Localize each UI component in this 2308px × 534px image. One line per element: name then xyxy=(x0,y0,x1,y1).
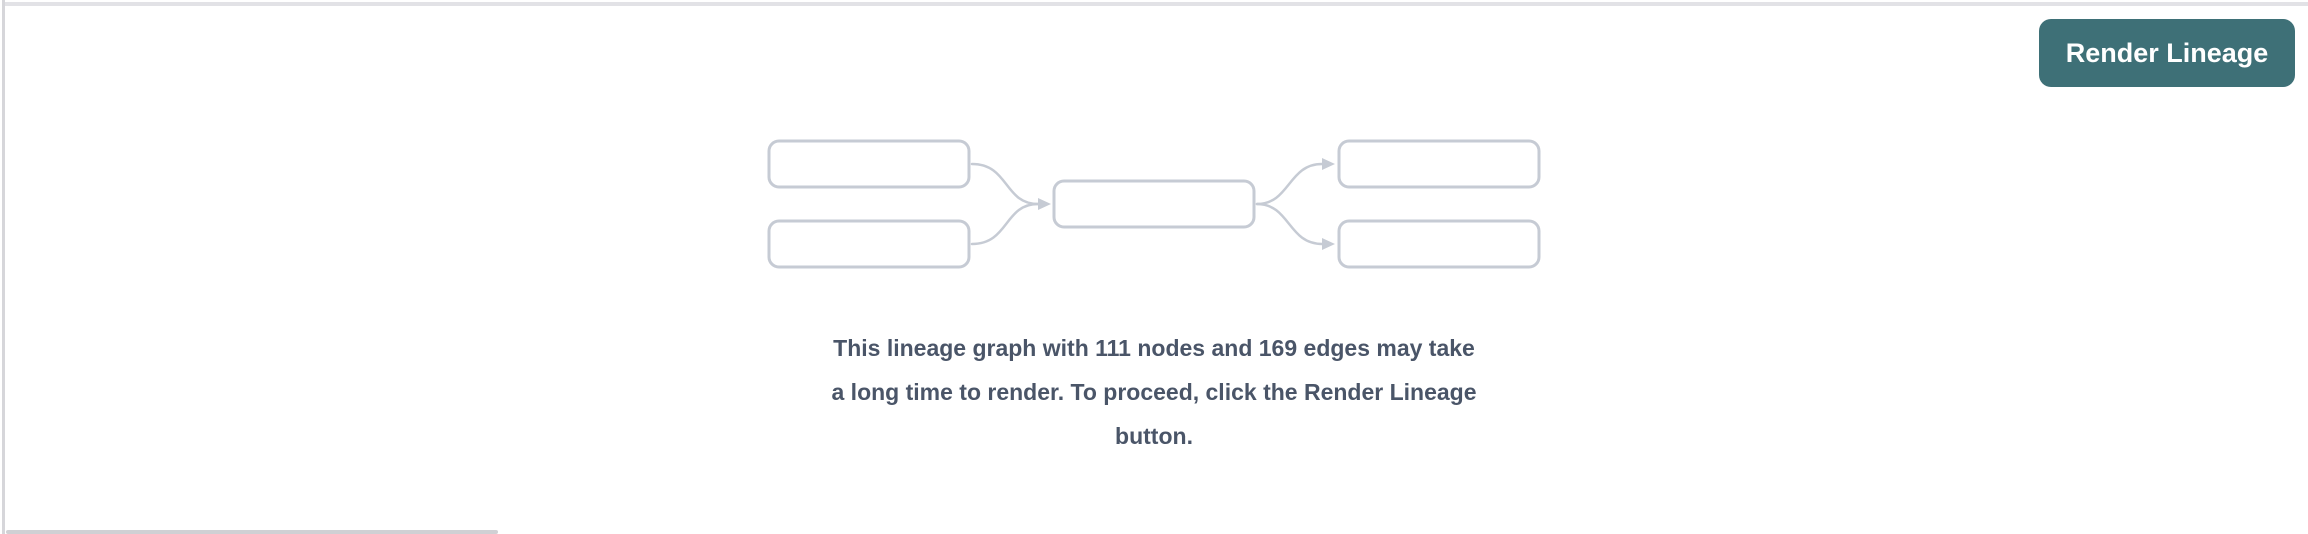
placeholder-nodes xyxy=(767,139,1541,269)
placeholder-node xyxy=(1337,139,1541,189)
placeholder-node xyxy=(1052,179,1256,229)
message-line: a long time to render. To proceed, click… xyxy=(831,379,1477,405)
lineage-empty-state: This lineage graph with 111 nodes and 16… xyxy=(0,138,2308,458)
message-line: button. xyxy=(1115,423,1193,449)
message-line: This lineage graph with 111 nodes and 16… xyxy=(833,335,1475,361)
panel-top-border xyxy=(5,2,2308,6)
placeholder-node xyxy=(767,219,971,269)
horizontal-scrollbar[interactable] xyxy=(6,529,2308,534)
render-lineage-button[interactable]: Render Lineage xyxy=(2039,19,2295,87)
placeholder-edge xyxy=(1255,162,1324,206)
arrowhead-icon xyxy=(1038,198,1051,210)
panel-left-border xyxy=(2,0,5,534)
placeholder-edges xyxy=(970,162,1324,246)
arrowhead-icon xyxy=(1322,158,1335,170)
placeholder-edge xyxy=(970,162,1040,206)
lineage-warning-message: This lineage graph with 111 nodes and 16… xyxy=(832,326,1477,458)
arrowhead-icon xyxy=(1322,238,1335,250)
placeholder-edge xyxy=(1255,202,1324,246)
scrollbar-thumb[interactable] xyxy=(6,530,498,534)
placeholder-node xyxy=(767,139,971,189)
placeholder-node xyxy=(1337,219,1541,269)
placeholder-edge xyxy=(970,202,1040,246)
lineage-placeholder-graphic xyxy=(767,139,1541,269)
placeholder-arrowheads xyxy=(1038,158,1335,250)
